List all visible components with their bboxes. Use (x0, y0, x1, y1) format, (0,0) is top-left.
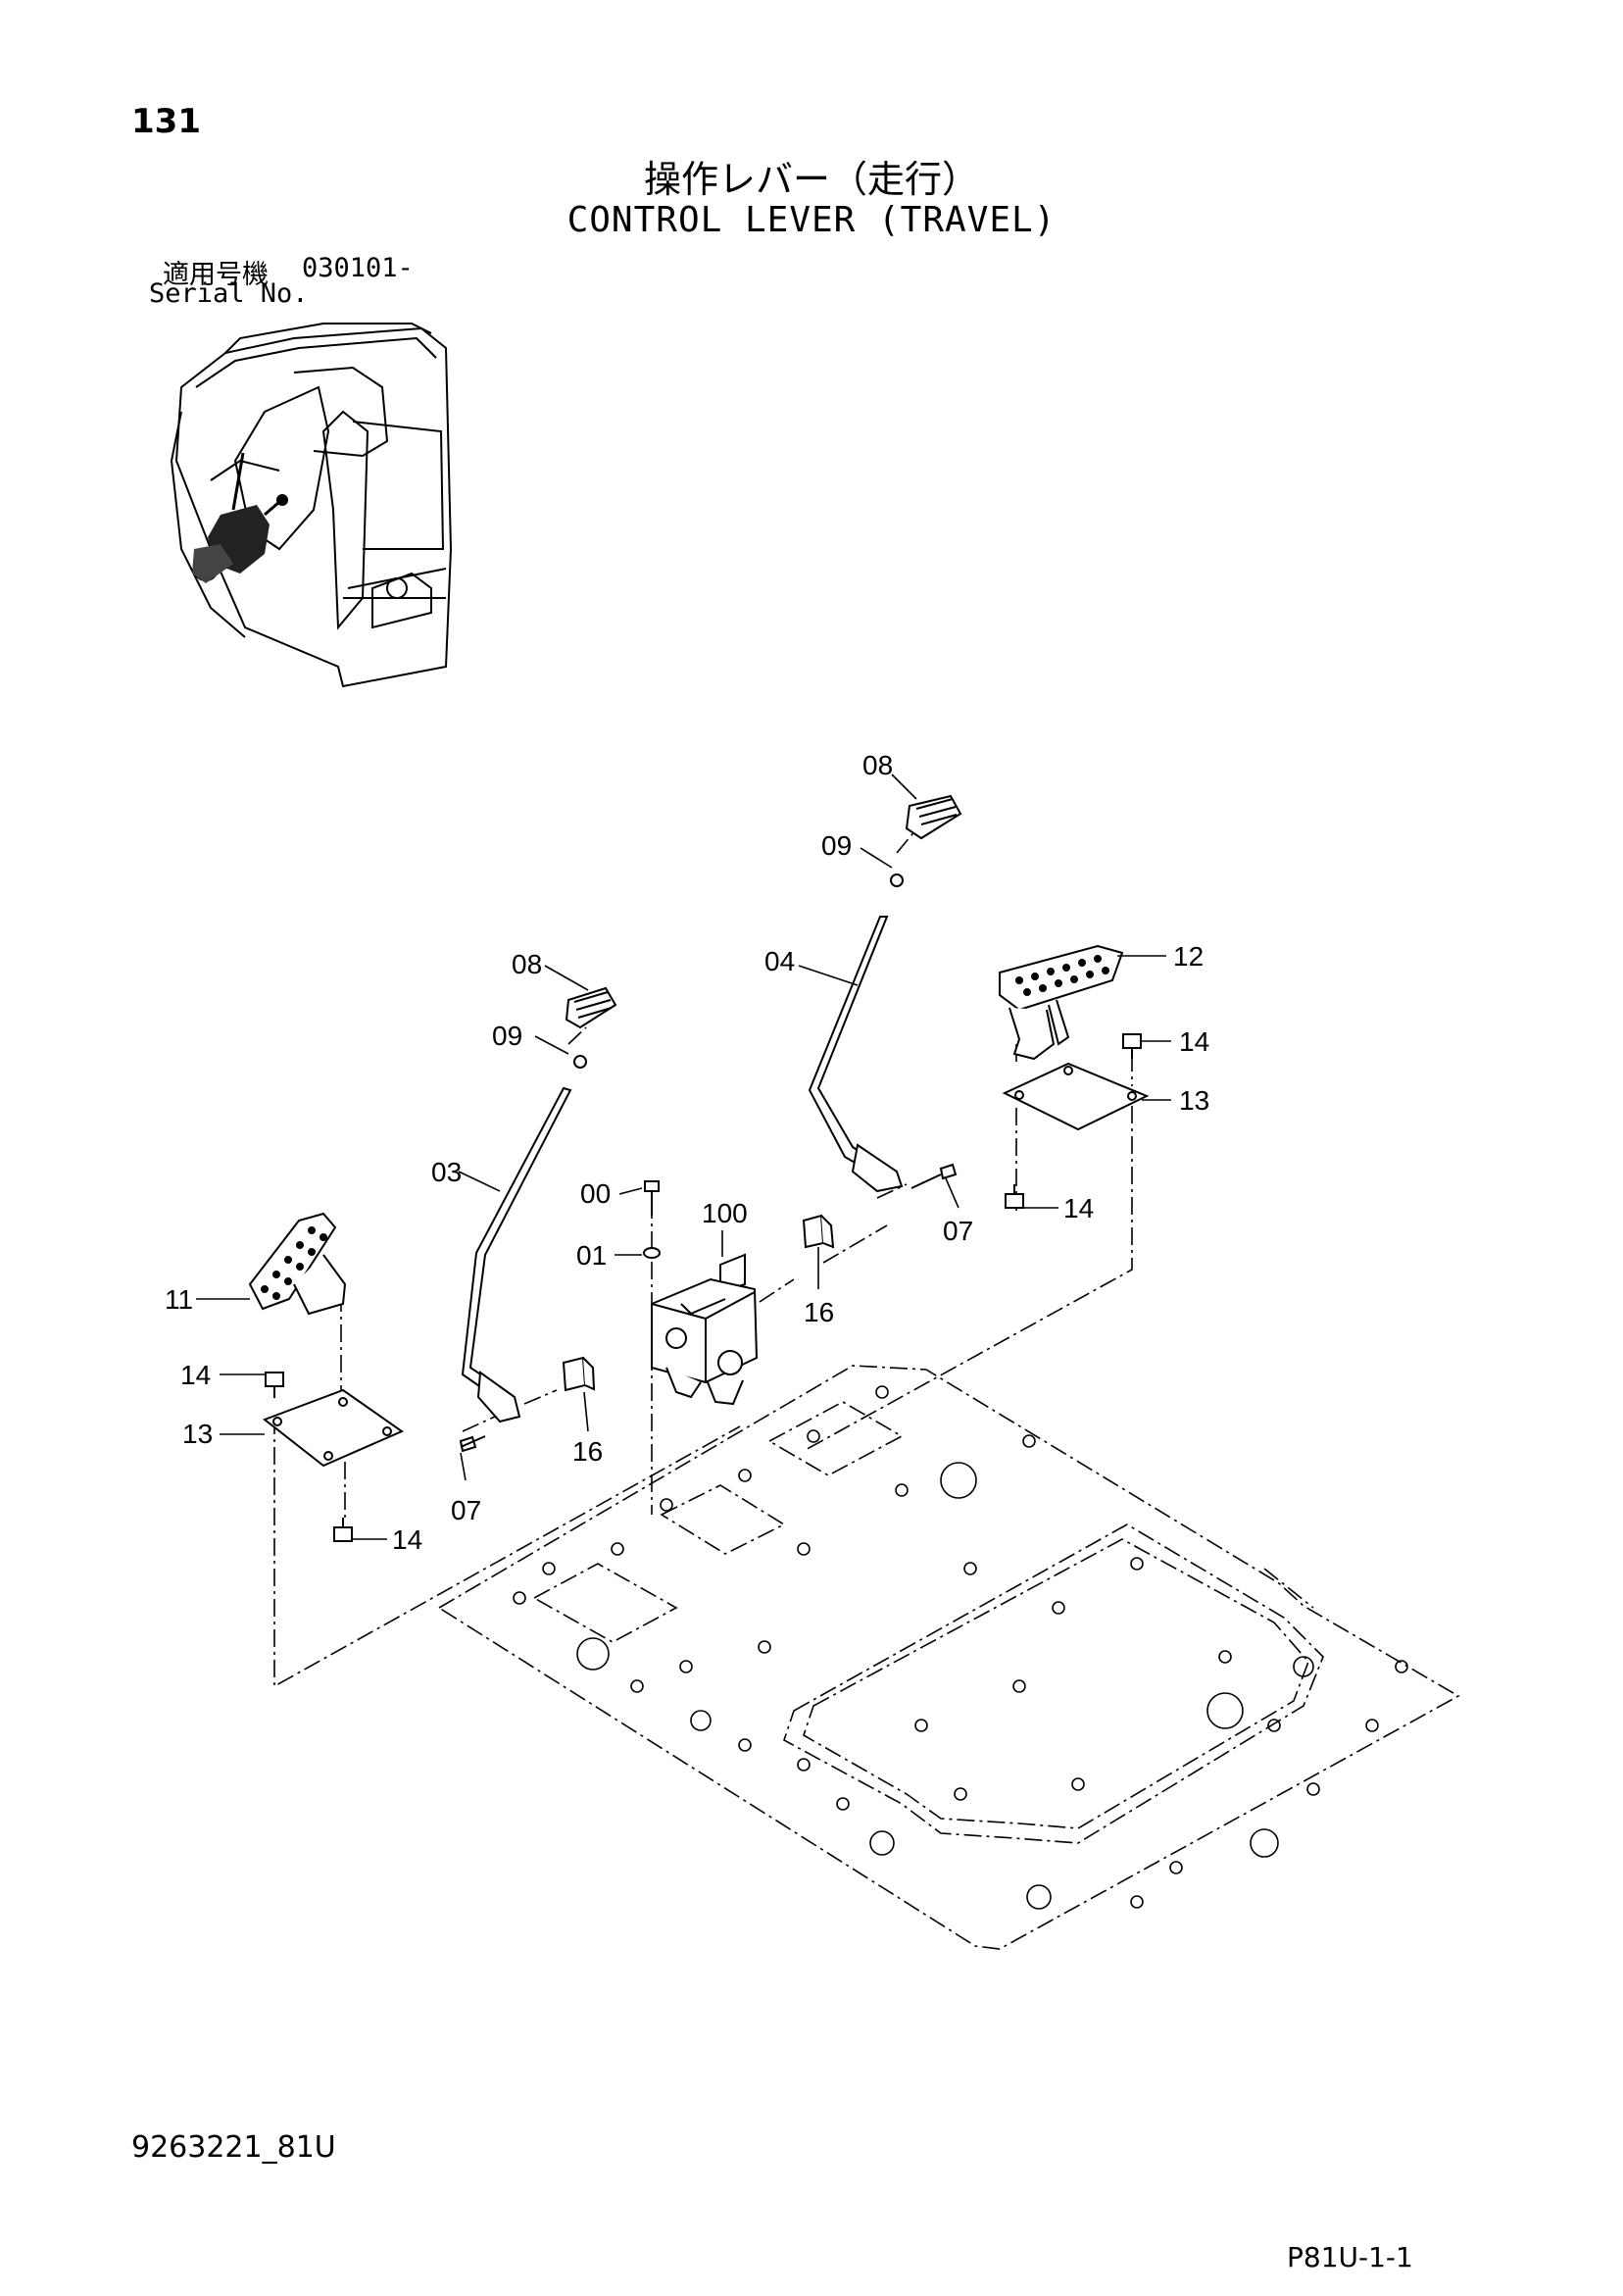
callout-labels: 08 09 04 12 14 13 07 14 08 09 03 00 100 … (165, 750, 1209, 1555)
bracket-icon (562, 1214, 835, 1392)
callout-11: 11 (165, 1284, 193, 1315)
callout-14: 14 (392, 1524, 422, 1555)
callout-13: 13 (182, 1419, 213, 1449)
pilot-valve (651, 1253, 759, 1406)
leader-lines (196, 774, 1171, 1540)
bolt-icon (459, 1163, 958, 1453)
callout-14: 14 (1179, 1026, 1209, 1057)
bolt-icon (265, 1033, 1142, 1542)
callout-16: 16 (572, 1436, 603, 1467)
callout-08: 08 (862, 750, 893, 780)
cab-lever-highlight (192, 452, 288, 583)
diagram-title-english: CONTROL LEVER (TRAVEL) (566, 200, 1057, 240)
page-code: P81U-1-1 (1287, 2241, 1413, 2273)
callout-100: 100 (702, 1198, 748, 1228)
callout-08: 08 (512, 949, 542, 979)
callout-01: 01 (576, 1240, 607, 1271)
callout-14: 14 (1063, 1193, 1094, 1223)
serial-label-japanese: 適用号機 (163, 260, 269, 290)
callout-07: 07 (451, 1495, 481, 1525)
travel-pedal-left (248, 1212, 347, 1316)
travel-pedal-right (999, 944, 1124, 1061)
document-number: 9263221_81U (131, 2130, 336, 2165)
travel-lever-left (461, 986, 617, 1423)
callout-03: 03 (431, 1157, 462, 1187)
mounting-plate-left (262, 1388, 405, 1468)
diagram-title-japanese: 操作レバー（走行） (643, 158, 979, 201)
callout-14: 14 (180, 1360, 211, 1390)
cab-overview-illustration (170, 323, 453, 688)
floor-plate-holes (513, 1385, 1408, 1910)
assembly-guide-lines (273, 823, 1133, 1688)
callout-07: 07 (943, 1216, 973, 1246)
mounting-plate-right (1002, 1062, 1150, 1131)
floor-plate (437, 1365, 1460, 1950)
callout-12: 12 (1173, 941, 1204, 972)
serial-number-value: 030101- (302, 253, 414, 283)
callout-13: 13 (1179, 1085, 1209, 1116)
page-number: 131 (131, 102, 201, 141)
callout-09: 09 (492, 1021, 522, 1051)
callout-09: 09 (821, 830, 852, 861)
travel-lever-right (808, 794, 962, 1193)
callout-00: 00 (580, 1178, 611, 1209)
serial-label-english: Serial No. (149, 278, 309, 309)
callout-16: 16 (804, 1297, 834, 1327)
callout-04: 04 (764, 946, 795, 976)
